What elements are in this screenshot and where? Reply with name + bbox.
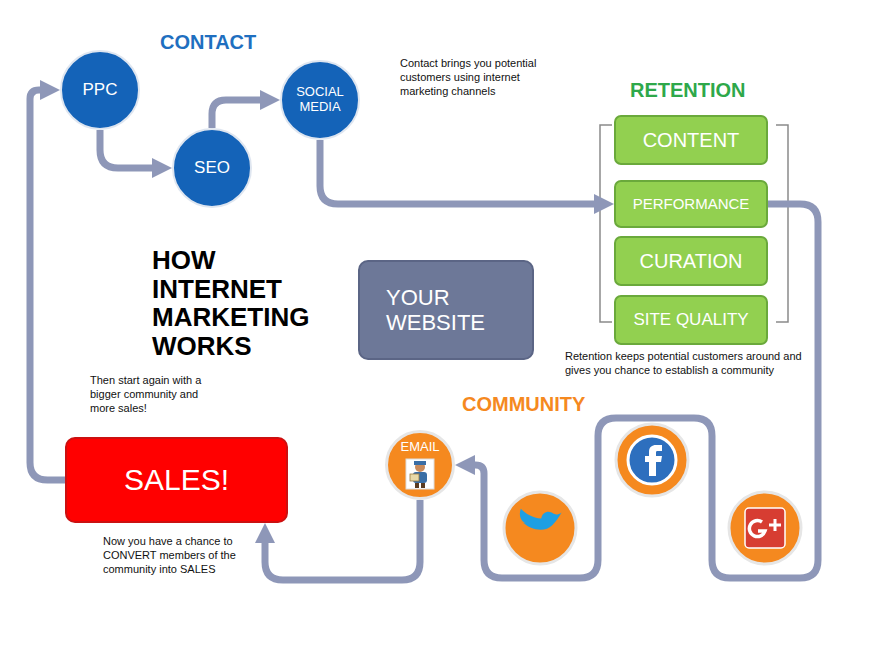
node-text: PPC [83,80,118,100]
section-heading: RETENTION [630,78,746,103]
sales-box: SALES! [65,437,288,523]
circle [729,492,801,564]
g-mark [749,521,765,537]
contact-circle: SEO [172,128,252,208]
note: Now you have a chance to CONVERT members… [103,535,258,576]
note: Then start again with a bigger community… [90,374,212,415]
website-box: YOUR WEBSITE [358,260,534,360]
facebook-circle [616,424,688,496]
facebook-f [645,445,662,476]
googleplus-logo [745,508,785,548]
flow-connector [265,500,420,580]
retention-box: CONTENT [614,115,768,165]
facebook-logo [628,436,676,484]
note: Retention keeps potential customers arou… [565,350,805,378]
contact-circle: SOCIAL MEDIA [280,60,360,140]
node-text: EMAIL [400,440,439,455]
node-text: CURATION [640,250,743,273]
diagram-title: HOW INTERNET MARKETING WORKS [152,246,352,360]
node-text: SOCIAL MEDIA [287,85,353,115]
note: Contact brings you potential customers u… [400,57,558,98]
node-text: SITE QUALITY [633,310,748,330]
flow-connector [212,100,268,128]
node-text: PERFORMANCE [633,195,750,212]
circle [504,492,576,564]
flow-connector [320,140,602,204]
bracket-left [600,125,612,322]
contact-circle: PPC [60,50,140,130]
retention-box: CURATION [614,236,768,286]
section-heading: COMMUNITY [462,392,585,417]
node-text: YOUR WEBSITE [386,285,514,336]
node-text: SALES! [124,463,229,498]
plus-mark [769,519,781,531]
circle [616,424,688,496]
retention-box: SITE QUALITY [614,295,768,345]
node-text: SEO [194,158,230,178]
googleplus-circle [729,492,801,564]
twitter-circle [504,492,576,564]
node-text: CONTENT [643,129,740,152]
email-icon [405,458,435,490]
section-heading: CONTACT [160,30,256,55]
twitter-bird [520,509,562,530]
retention-box: PERFORMANCE [614,180,768,228]
bracket-right [776,125,788,322]
flow-connector [30,90,65,480]
flow-connector [100,130,160,168]
email-circle: EMAIL [385,430,455,500]
